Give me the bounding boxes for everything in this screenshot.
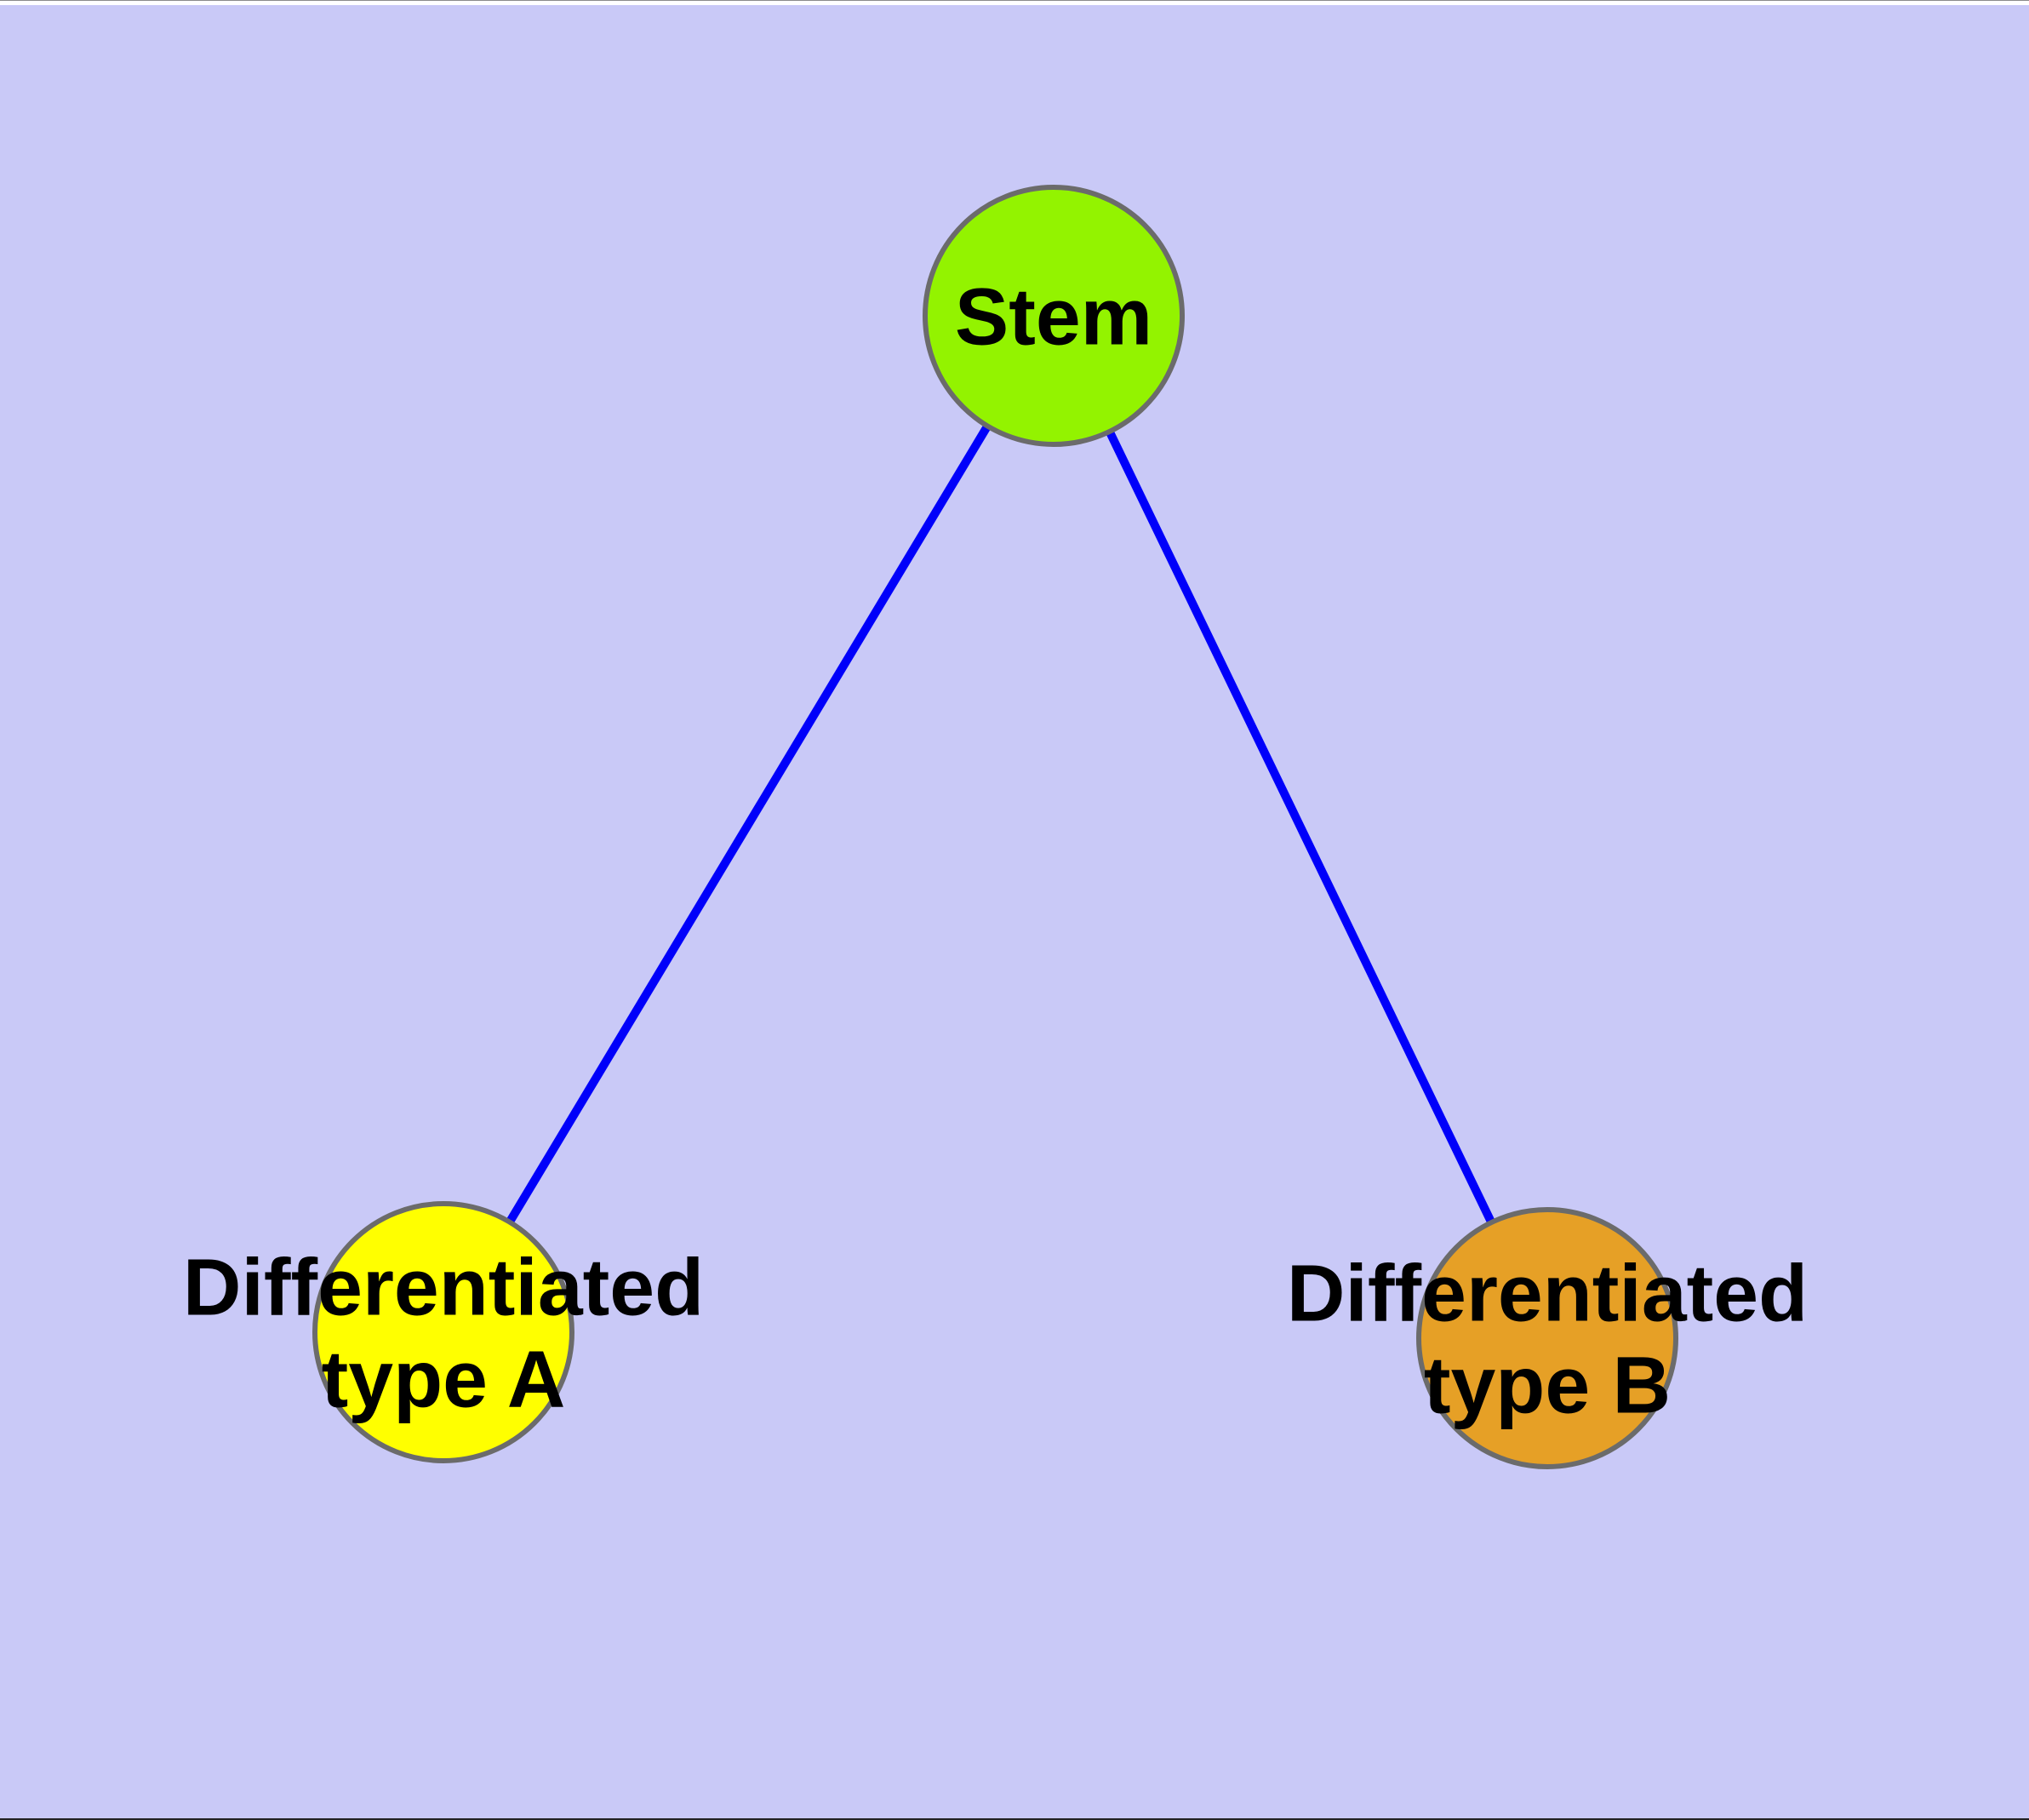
edge-stem-to-differentiated-type-a xyxy=(439,313,1058,1335)
node-differentiated-type-b xyxy=(1416,1207,1678,1469)
node-differentiated-type-a xyxy=(312,1201,574,1463)
screenshot-top-edge xyxy=(0,0,2029,5)
edge-stem-to-differentiated-type-b xyxy=(1049,313,1552,1341)
edges-layer xyxy=(439,313,1552,1341)
node-label-stem: Stem xyxy=(955,272,1152,362)
nodes-layer xyxy=(312,185,1678,1469)
screenshot-bottom-edge xyxy=(0,1818,2029,1820)
node-stem xyxy=(923,185,1185,447)
